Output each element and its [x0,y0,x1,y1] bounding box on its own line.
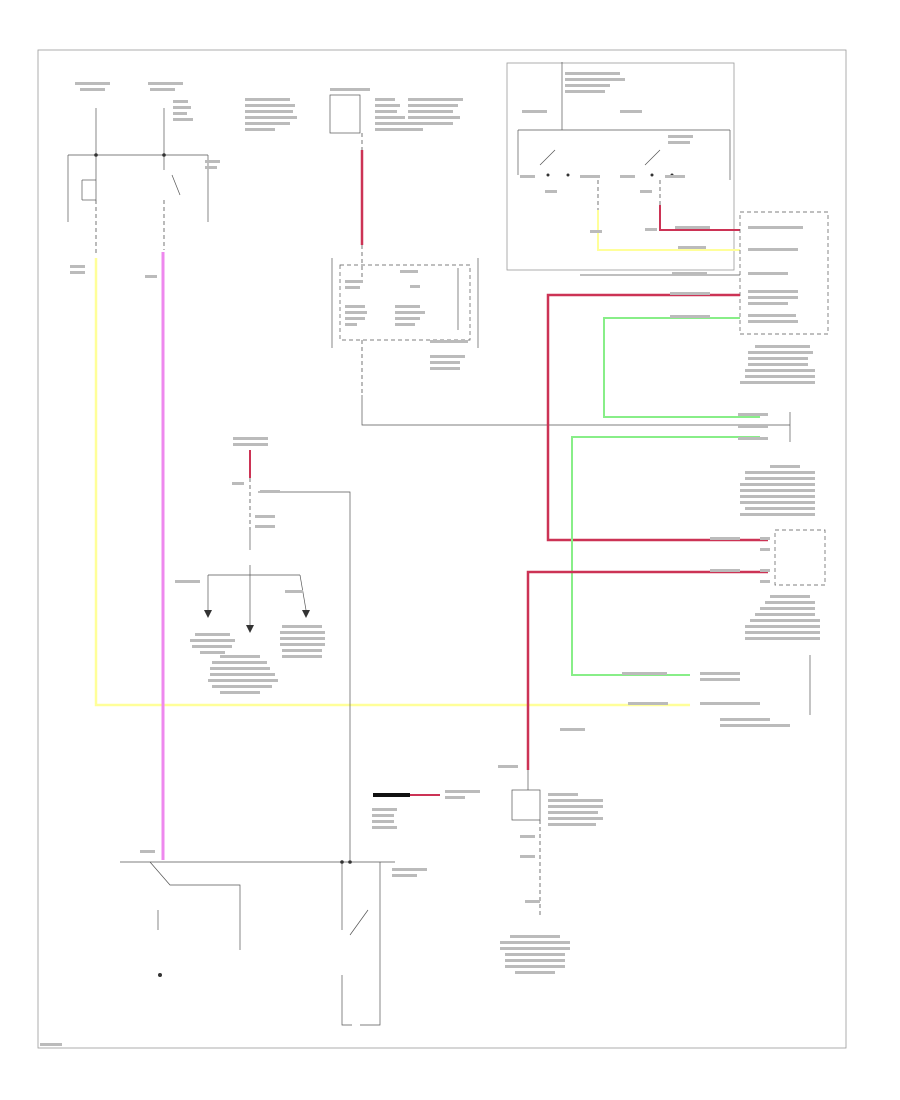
wire-green-lower-right [571,436,760,676]
wire-red-top-right [659,205,740,231]
wire-green-mid-right [603,317,760,418]
ground-splice-center [204,450,351,860]
wire-yellow-left [94,258,690,707]
wire-red-lower-right [526,570,768,770]
wire-yellow-top-right [597,210,740,251]
page-code: W00000 [40,1043,59,1049]
bottom-switch-assembly [120,860,395,1026]
bottom-right-switch [511,770,541,915]
fuse-block-top-left [67,108,209,255]
right-connector-block [580,211,829,335]
connector-top-middle [329,94,790,426]
wire-red-mid-right [546,293,768,542]
switch-module-top-right [506,62,740,271]
label-marks [40,72,820,1046]
diagram-frame [37,49,847,1049]
right-mid-components [774,412,826,715]
